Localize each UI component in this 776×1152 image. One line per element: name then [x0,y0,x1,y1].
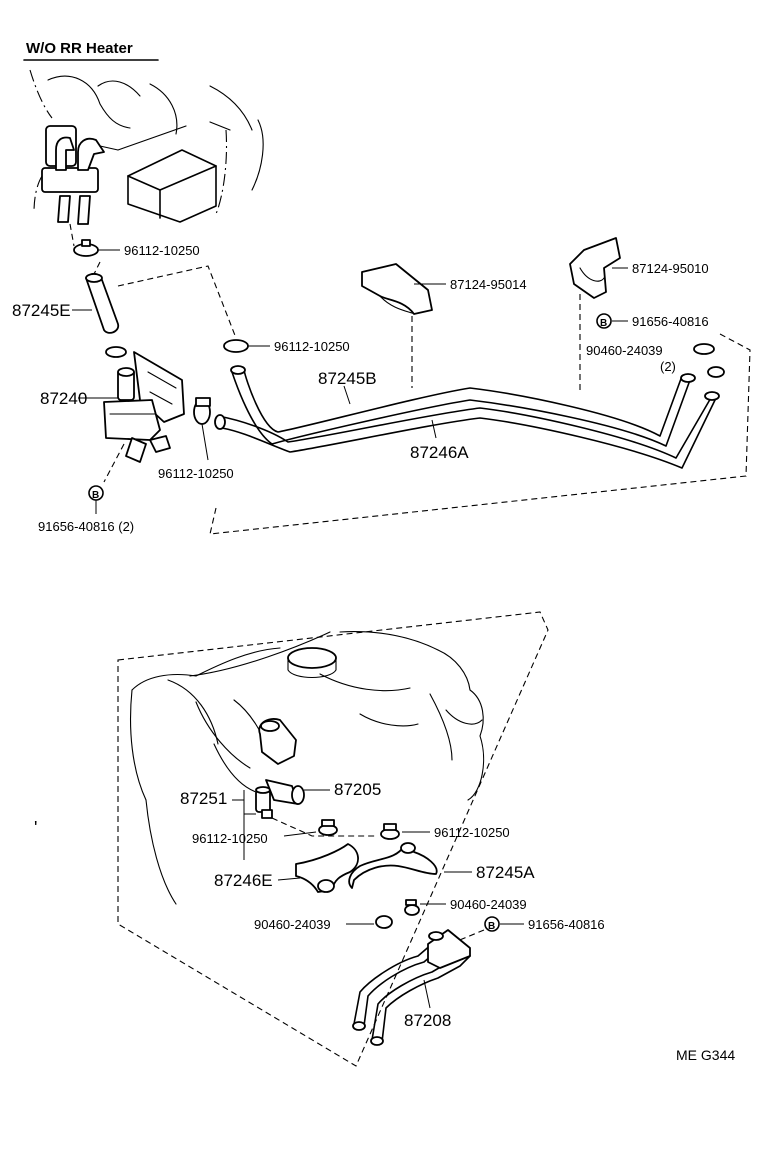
hose-87245a [348,845,438,889]
hose-clip-a [404,904,420,916]
leader-87245b [343,385,351,405]
routing-line-hose [93,261,101,275]
callout-87251: 87251 [180,789,227,808]
routing-line-heater [69,223,75,247]
callout-87205: 87205 [334,780,381,799]
callout-87124-95014: 87124-95014 [450,277,527,292]
leader-87246a [431,419,437,439]
callout-bolt-2: 91656-40816 (2) [38,519,134,534]
hose-clamp-d-screw [321,819,335,827]
heater-unit-outline [29,69,264,223]
hose-clip-lower [707,366,725,378]
callout-clip-a: 90460-24039 [450,897,527,912]
leader-clamp-c [201,423,209,461]
callout-87208: 87208 [404,1011,451,1030]
hose-87245e-end [85,273,103,283]
diagram-title: W/O RR Heater [26,40,133,57]
bolt-marker-3-circle [484,916,500,932]
routing-boundary-lower [117,611,549,1067]
routing-line-clamps [271,817,376,837]
callout-87246e: 87246E [214,871,273,890]
pipe-87246a [217,395,717,469]
hose-clamp-b [223,339,249,353]
callout-clamp-c: 96112-10250 [158,466,234,481]
routing-line-right [209,333,751,535]
leader-87251 [232,790,256,860]
diagram-header: W/O RR Heater [23,40,159,61]
bolt-marker-3: B [488,921,495,932]
callout-87240: 87240 [40,389,87,408]
leader-clamp-d [283,831,317,837]
leader-87246e [277,877,301,881]
tick-mark: ' [34,818,37,838]
callout-clamp-d: 96112-10250 [192,831,268,846]
pipe-87208 [352,929,471,1046]
callout-87245a: 87245A [476,863,535,882]
callout-bolt-91656-40816-b: 91656-40816 [528,917,605,932]
bolt-marker-2-circle [596,313,612,329]
engine-block-outline [130,631,485,905]
hose-clip-upper [693,343,715,355]
joint-87205 [265,779,305,805]
callout-clip-90460-24039-2: 90460-24039 [586,343,663,358]
callout-clamp-e: 96112-10250 [434,825,510,840]
pipe-87246a-end-left [214,414,226,430]
hose-clamp-e-screw [383,823,397,831]
pipe-87246a-end-right [704,391,720,401]
water-valve-87240 [103,346,211,463]
pipe-87245b [231,369,691,447]
routing-line-bolt-1 [103,443,125,483]
hose-87245a-end [400,842,416,854]
callout-qty-2: (2) [660,359,676,374]
figure-code: ME G344 [676,1047,735,1063]
callout-bolt-91656-40816-a: 91656-40816 [632,314,709,329]
pipe-87245b-end-left [230,365,246,375]
leader-87208 [423,979,431,1009]
callout-87124-95010: 87124-95010 [632,261,709,276]
hose-clamp-a [73,239,99,257]
union-87251 [255,786,273,819]
hose-87246e [295,843,359,893]
callout-87246a: 87246A [410,443,469,462]
heater-core-pipes [41,125,105,225]
hose-87246e-end [317,879,335,893]
pipe-clamp-87124-95010 [569,237,621,299]
callout-clamp-b: 96112-10250 [274,339,350,354]
routing-line-upper [117,265,237,339]
hose-clip-b [375,915,393,929]
callout-clamp-a: 96112-10250 [124,243,200,258]
callout-87245b: 87245B [318,369,377,388]
bolt-marker-1: B [92,490,99,501]
pipe-87245b-end-right [680,373,696,383]
callout-87245e: 87245E [12,301,71,320]
bolt-marker-2: B [600,318,607,329]
hose-clip-a-tab [405,899,417,906]
pipe-clamp-87124-95014 [361,263,433,315]
callout-clip-b: 90460-24039 [254,917,331,932]
